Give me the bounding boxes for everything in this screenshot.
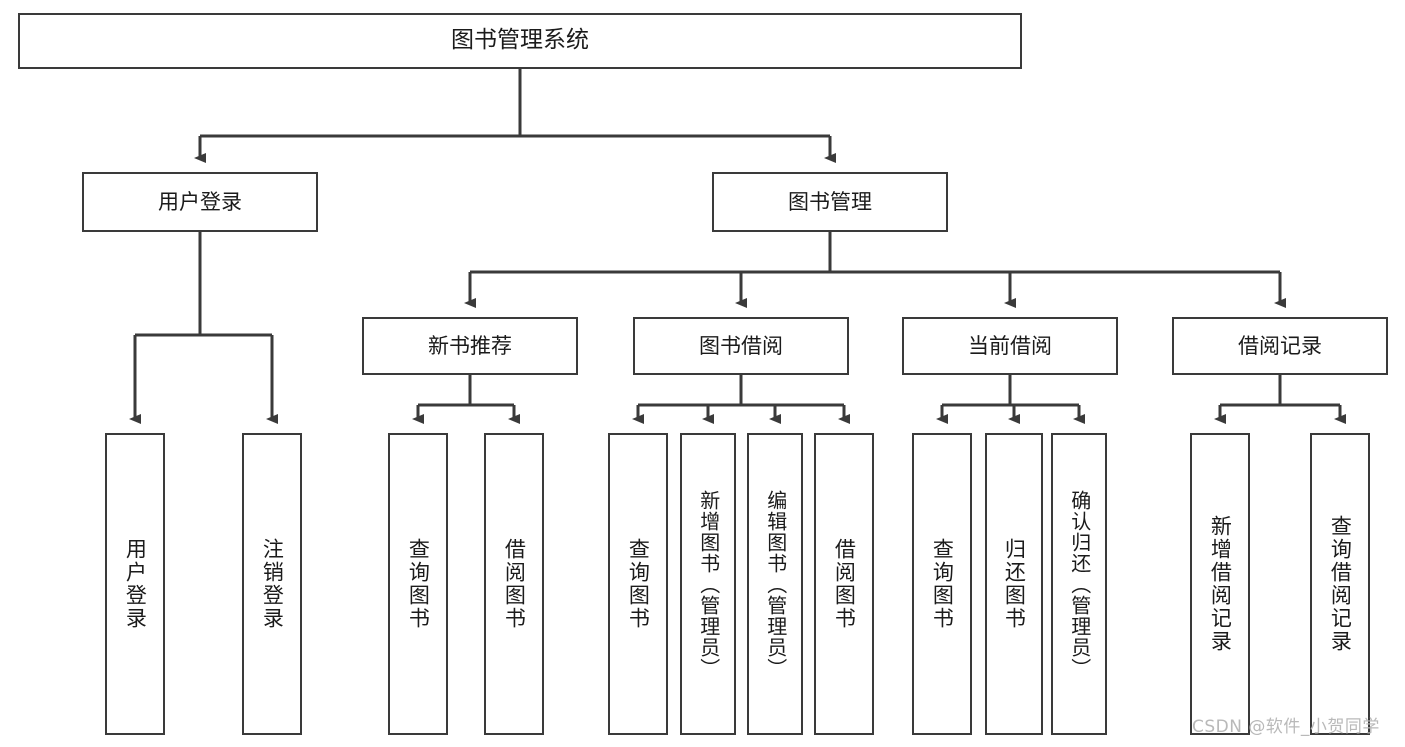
node-leaf-add-book[interactable]: 新增图书（管理员） [680,433,736,735]
node-leaf-user-login[interactable]: 用户登录 [105,433,165,735]
node-leaf-confirm-return[interactable]: 确认归还（管理员） [1051,433,1107,735]
node-leaf-query-book-3[interactable]: 查询图书 [912,433,972,735]
node-current-borrow[interactable]: 当前借阅 [902,317,1118,375]
node-book-manage[interactable]: 图书管理 [712,172,948,232]
node-book-borrow[interactable]: 图书借阅 [633,317,849,375]
node-leaf-query-book-1[interactable]: 查询图书 [388,433,448,735]
node-leaf-return-book[interactable]: 归还图书 [985,433,1043,735]
connector-bookmanage-to-level3 [464,232,1286,308]
node-new-book-recommend[interactable]: 新书推荐 [362,317,578,375]
node-leaf-borrow-book-2[interactable]: 借阅图书 [814,433,874,735]
node-leaf-query-record[interactable]: 查询借阅记录 [1310,433,1370,735]
node-root-system[interactable]: 图书管理系统 [18,13,1022,69]
connector-bookborrow-to-leaves [632,375,850,424]
node-leaf-logout[interactable]: 注销登录 [242,433,302,735]
node-leaf-borrow-book-1[interactable]: 借阅图书 [484,433,544,735]
connector-currentborrow-to-leaves [936,375,1085,424]
connector-userlogin-to-leaves [129,232,278,424]
node-leaf-edit-book[interactable]: 编辑图书（管理员） [747,433,803,735]
connector-borrowrecord-to-leaves [1214,375,1346,424]
node-user-login[interactable]: 用户登录 [82,172,318,232]
node-borrow-record[interactable]: 借阅记录 [1172,317,1388,375]
node-leaf-query-book-2[interactable]: 查询图书 [608,433,668,735]
connector-newbook-to-leaves [412,375,520,424]
connector-root-to-level2 [194,69,836,163]
node-leaf-add-record[interactable]: 新增借阅记录 [1190,433,1250,735]
